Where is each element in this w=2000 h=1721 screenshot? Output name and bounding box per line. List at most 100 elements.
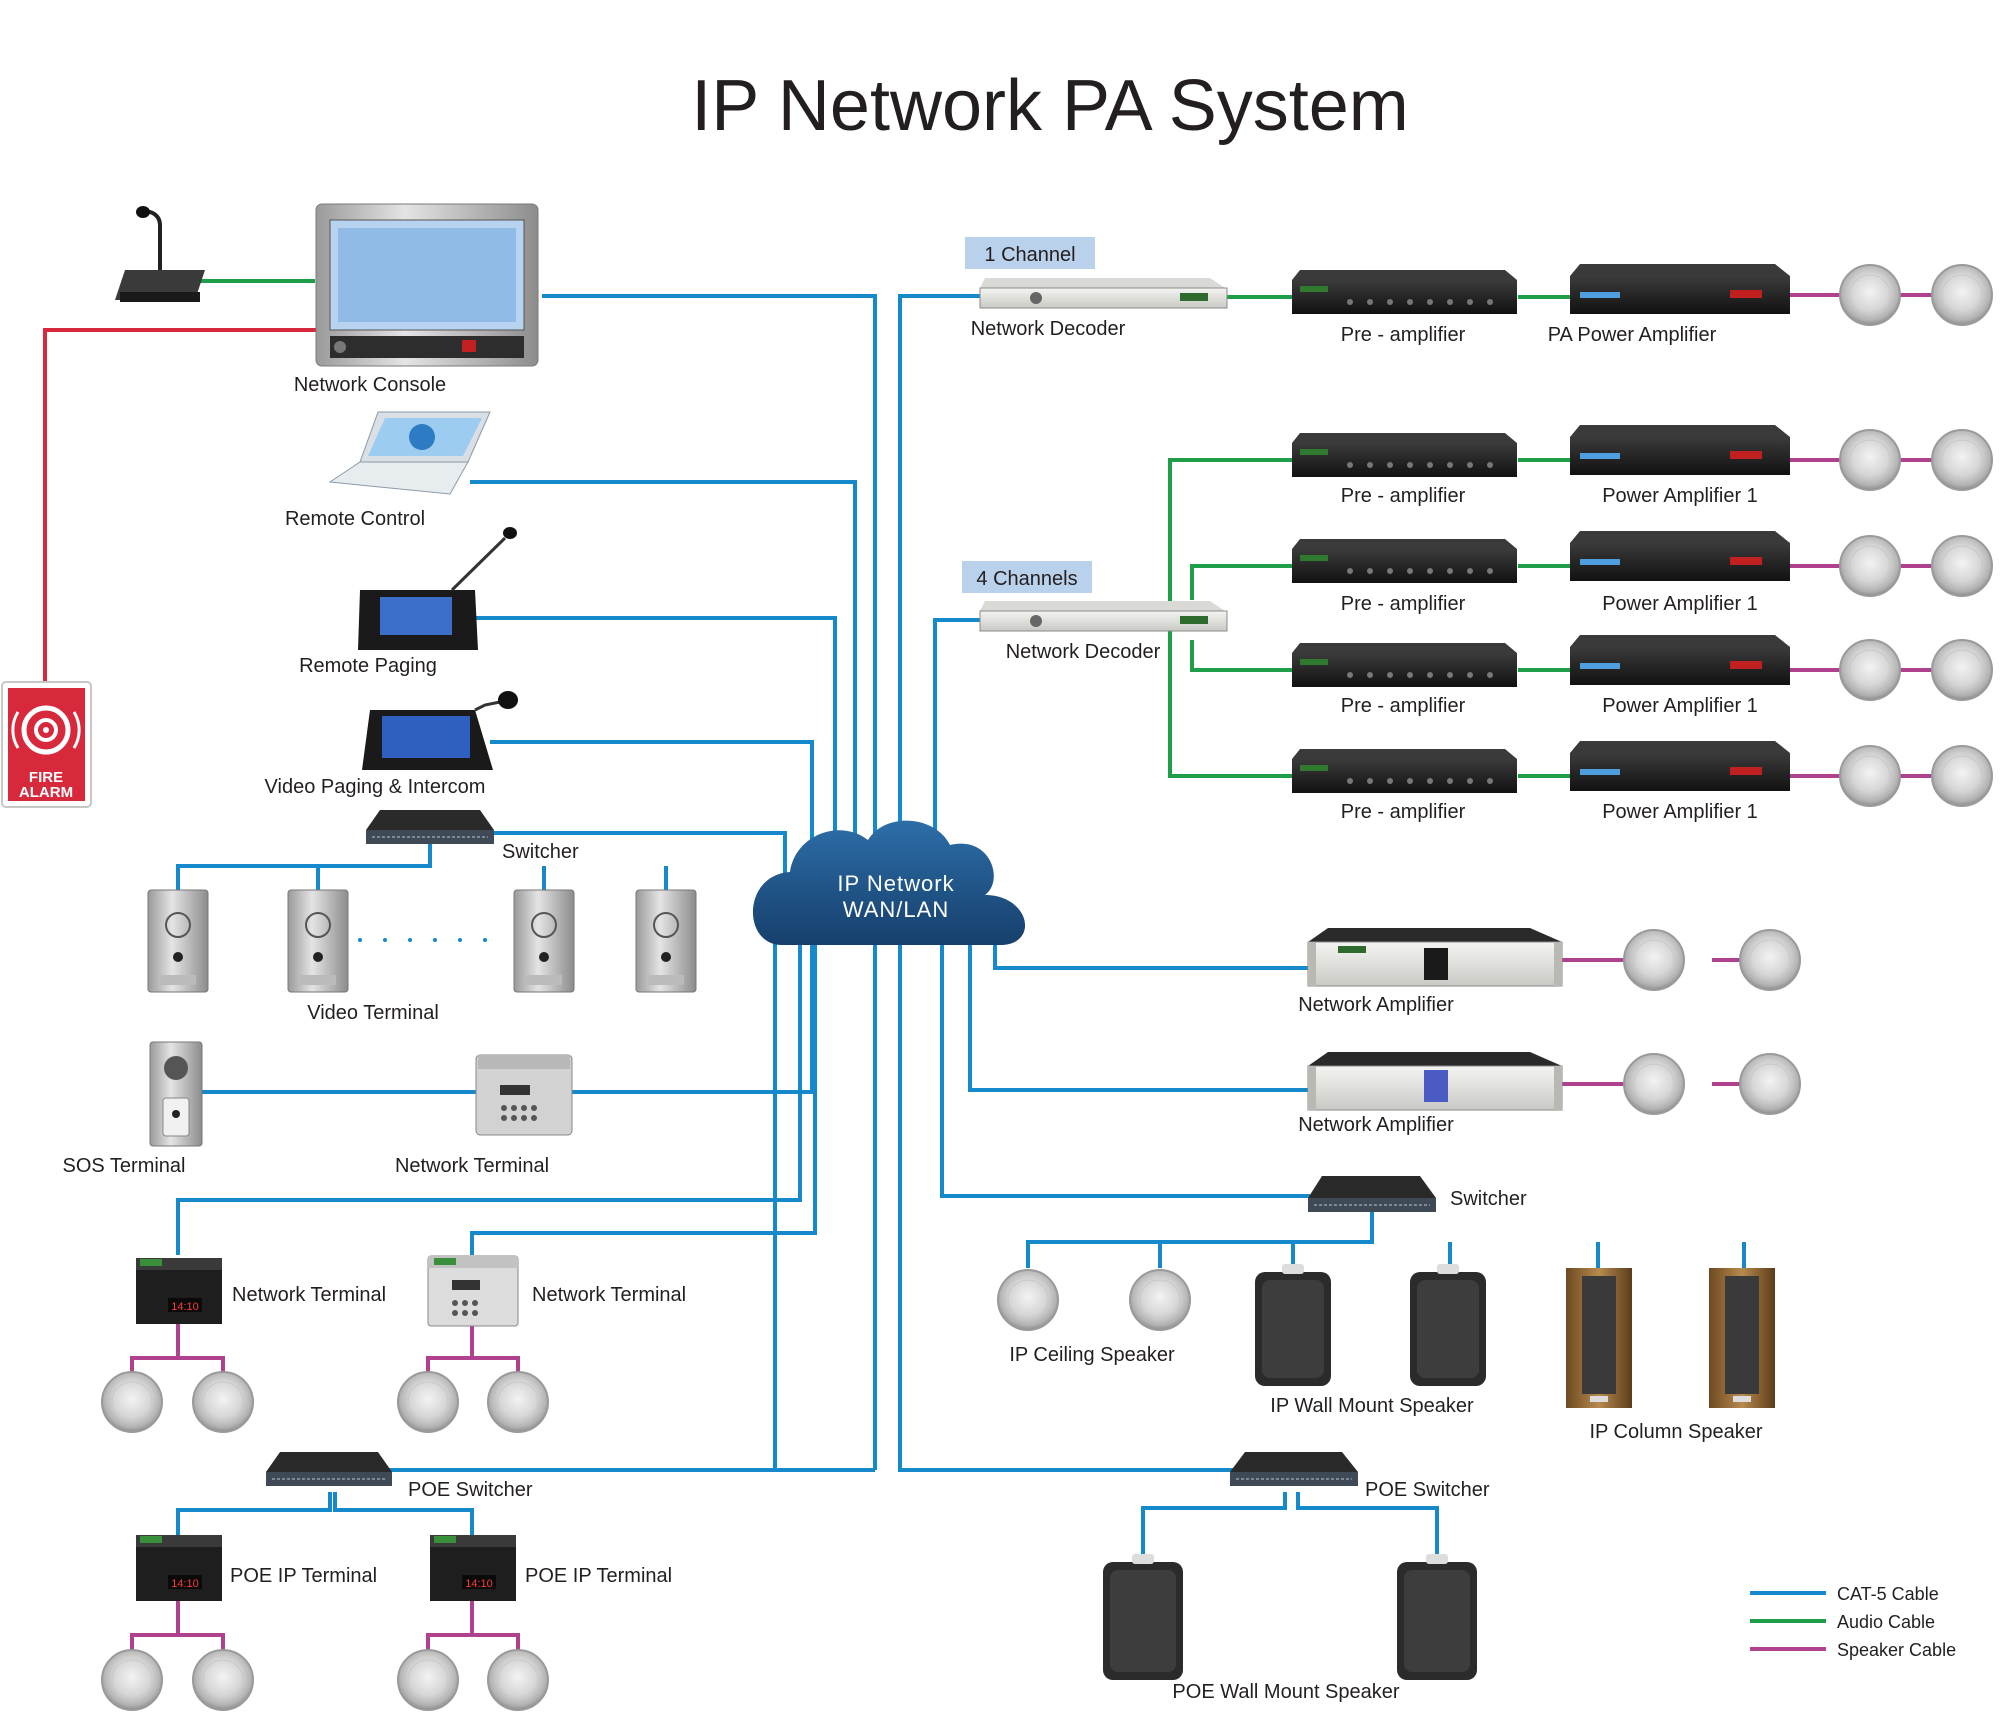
label-pre-amp-c: Pre - amplifier xyxy=(1341,695,1466,717)
ceiling-speaker-icon xyxy=(487,1371,549,1433)
label-poe-wall: POE Wall Mount Speaker xyxy=(1172,1681,1399,1703)
label-ip-column: IP Column Speaker xyxy=(1589,1421,1762,1443)
pre-amplifier-1-icon xyxy=(1292,270,1517,314)
label-poe-ip-terminal-b: POE IP Terminal xyxy=(525,1565,672,1587)
ceiling-speaker-icon xyxy=(1839,429,1901,491)
cloud-label-line1: IP Network xyxy=(837,871,954,896)
ceiling-speaker-icon xyxy=(1931,264,1993,326)
label-power-amp-d: Power Amplifier 1 xyxy=(1602,801,1758,823)
network-terminal-a-icon: 14:10 xyxy=(136,1258,222,1324)
tag-four-channels: 4 Channels xyxy=(962,561,1092,593)
cat5-cables xyxy=(176,294,1746,1560)
cloud-label-line2: WAN/LAN xyxy=(843,897,949,922)
video-terminal-1-icon xyxy=(147,889,209,993)
pre-amplifier-b-icon xyxy=(1292,539,1517,583)
network-console-icon xyxy=(315,203,539,367)
pre-amplifier-c-icon xyxy=(1292,643,1517,687)
tag-four-channels-text: 4 Channels xyxy=(976,568,1077,590)
power-amplifier-c-icon xyxy=(1570,635,1790,685)
ceiling-speaker-icon xyxy=(1931,639,1993,701)
network-amplifier-a-icon xyxy=(1307,928,1563,987)
label-network-terminal-a: Network Terminal xyxy=(232,1284,386,1306)
ceiling-speaker-icon xyxy=(101,1649,163,1711)
poe-switcher-left-icon xyxy=(266,1452,392,1486)
switcher-left-icon xyxy=(366,810,494,844)
network-amplifier-b-icon xyxy=(1307,1052,1563,1111)
wall-speaker-icon xyxy=(1410,1264,1486,1386)
ceiling-speaker-icon xyxy=(397,1649,459,1711)
label-power-amp-c: Power Amplifier 1 xyxy=(1602,695,1758,717)
label-remote-paging: Remote Paging xyxy=(299,655,437,677)
diagram-title: IP Network PA System xyxy=(691,66,1409,146)
ip-network-cloud: IP Network WAN/LAN xyxy=(752,820,1026,945)
label-network-amp-b: Network Amplifier xyxy=(1298,1114,1454,1136)
switcher-right-icon xyxy=(1308,1176,1436,1212)
network-terminal-mid-icon xyxy=(475,1054,573,1136)
audio-cables xyxy=(200,279,1570,778)
network-decoder-4-icon xyxy=(979,601,1228,632)
pre-amplifier-d-icon xyxy=(1292,749,1517,793)
fire-alarm-label-line2: ALARM xyxy=(19,784,73,801)
poe-ip-terminal-a-icon: 14:10 xyxy=(136,1535,222,1601)
fire-alarm-label-line1: FIRE xyxy=(29,769,63,786)
power-amplifier-d-icon xyxy=(1570,741,1790,791)
label-network-terminal-mid: Network Terminal xyxy=(395,1155,549,1177)
video-terminal-2-icon xyxy=(287,889,349,993)
label-poe-switcher-left: POE Switcher xyxy=(408,1479,533,1501)
ceiling-speaker-icon xyxy=(101,1371,163,1433)
label-pre-amp-1: Pre - amplifier xyxy=(1341,324,1466,346)
label-poe-ip-terminal-a: POE IP Terminal xyxy=(230,1565,377,1587)
power-amplifier-b-icon xyxy=(1570,531,1790,581)
column-speaker-icon xyxy=(1566,1268,1632,1408)
remote-paging-icon xyxy=(358,527,517,650)
ellipsis-dots xyxy=(358,938,487,942)
label-video-terminal: Video Terminal xyxy=(307,1002,439,1024)
ceiling-speaker-icon xyxy=(1931,745,1993,807)
fire-alarm-cable xyxy=(43,328,318,683)
poe-ip-terminal-b-icon: 14:10 xyxy=(430,1535,516,1601)
label-network-decoder-1: Network Decoder xyxy=(971,318,1126,340)
label-network-console: Network Console xyxy=(294,374,446,396)
wall-speaker-icon xyxy=(1255,1264,1331,1386)
label-network-decoder-4: Network Decoder xyxy=(1006,641,1161,663)
display-digits-b: 14:10 xyxy=(171,1578,199,1590)
sos-terminal-icon xyxy=(149,1041,203,1147)
tag-one-channel: 1 Channel xyxy=(965,237,1095,269)
network-decoder-1-icon xyxy=(979,278,1228,309)
network-terminal-b-icon xyxy=(427,1255,519,1327)
ceiling-speaker-icon xyxy=(1839,264,1901,326)
label-power-amp-a: Power Amplifier 1 xyxy=(1602,485,1758,507)
power-amplifier-a-icon xyxy=(1570,425,1790,475)
label-network-terminal-b: Network Terminal xyxy=(532,1284,686,1306)
wall-speaker-icon xyxy=(1103,1554,1183,1680)
display-digits-c: 14:10 xyxy=(465,1578,493,1590)
ceiling-speaker-icon xyxy=(1839,639,1901,701)
ceiling-speaker-icon xyxy=(397,1371,459,1433)
label-poe-switcher-right: POE Switcher xyxy=(1365,1479,1490,1501)
poe-switcher-right-icon xyxy=(1230,1452,1358,1486)
column-speaker-icon xyxy=(1709,1268,1775,1408)
video-paging-icon xyxy=(362,691,518,770)
laptop-icon xyxy=(328,411,491,495)
legend-label-cat5: CAT-5 Cable xyxy=(1837,1584,1939,1604)
tag-one-channel-text: 1 Channel xyxy=(984,244,1075,266)
video-terminal-3-icon xyxy=(513,889,575,993)
ceiling-speaker-icon xyxy=(997,1269,1059,1331)
legend: CAT-5 Cable Audio Cable Speaker Cable xyxy=(1750,1584,1956,1660)
label-network-amp-a: Network Amplifier xyxy=(1298,994,1454,1016)
label-ip-ceiling: IP Ceiling Speaker xyxy=(1009,1344,1175,1366)
ceiling-speaker-icon xyxy=(1839,745,1901,807)
paging-microphone-icon xyxy=(115,206,205,302)
label-pa-power-amp: PA Power Amplifier xyxy=(1548,324,1717,346)
legend-label-audio: Audio Cable xyxy=(1837,1612,1935,1632)
label-switcher-right: Switcher xyxy=(1450,1188,1527,1210)
video-terminal-4-icon xyxy=(635,889,697,993)
ceiling-speaker-icon xyxy=(1623,929,1685,991)
pre-amplifier-a-icon xyxy=(1292,433,1517,477)
label-switcher-left: Switcher xyxy=(502,841,579,863)
label-video-paging: Video Paging & Intercom xyxy=(265,776,486,798)
label-power-amp-b: Power Amplifier 1 xyxy=(1602,593,1758,615)
pa-power-amplifier-icon xyxy=(1570,264,1790,314)
